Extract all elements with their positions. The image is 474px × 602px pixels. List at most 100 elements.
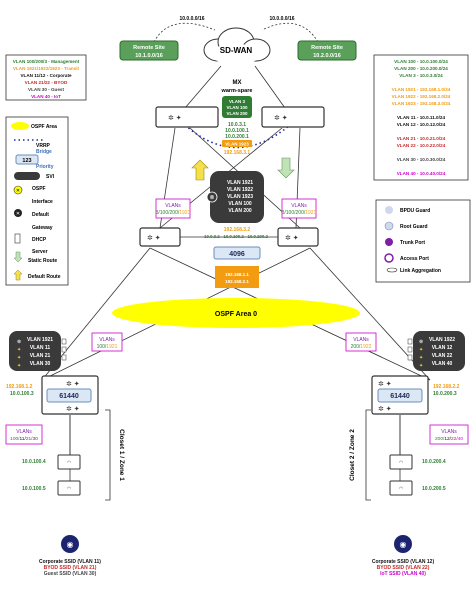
vlan-table-row: VLAN 40 - IoT xyxy=(31,94,61,99)
right-access-trunk-label: VLANs 200/12/22/40 xyxy=(429,424,469,445)
left-ap-ip-1: 10.0.100.5 xyxy=(22,486,46,492)
svg-text:✕: ✕ xyxy=(16,188,20,194)
right-ssid-1: BYOD SSID (VLAN 22) xyxy=(377,565,430,571)
remote-site-left-net: 10.1.0.0/16 xyxy=(135,53,163,59)
svg-text:✲ ✦: ✲ ✦ xyxy=(147,234,161,242)
ospf-area-ellipse xyxy=(112,298,360,328)
core-trunk-right-label: VLANs 3/100/200/1923 xyxy=(281,198,317,219)
left-ssid-0: Corporate SSID (VLAN 11) xyxy=(39,559,101,565)
right-ap-ip-0: 10.0.200.4 xyxy=(422,459,446,465)
right-ssid-2: IoT SSID (VLAN 40) xyxy=(380,571,426,577)
svg-text:61440: 61440 xyxy=(59,393,79,400)
mx-transit-vlan: VLAN 1923 xyxy=(225,142,249,147)
core-vlan-2: VLAN 1923 xyxy=(227,194,253,200)
core-transit-1: 192.168.2.1 xyxy=(225,279,249,284)
svg-text:VLANs: VLANs xyxy=(441,429,457,435)
svg-text:Access Port: Access Port xyxy=(400,256,429,262)
left-zone-label: Closet 1 / Zone 1 xyxy=(118,429,125,481)
svg-text:VLAN 1922: VLAN 1922 xyxy=(429,337,455,343)
svg-text:OSPF Area: OSPF Area xyxy=(31,124,57,130)
mx-vlan-2: VLAN 200 xyxy=(226,111,248,116)
mx-vlan-1: VLAN 100 xyxy=(226,105,248,110)
core-svi-stack: ⊗ VLAN 1921 VLAN 1922 VLAN 1923 VLAN 100… xyxy=(206,171,264,223)
left-dist-ip1: 192.168.1.2 xyxy=(6,384,33,390)
svg-text:✲ ✦: ✲ ✦ xyxy=(66,405,80,413)
mx-title: MX xyxy=(233,80,242,86)
svg-text:✦: ✦ xyxy=(419,347,423,353)
left-ap-1: ◠ xyxy=(57,480,81,496)
svg-text:VLAN 30: VLAN 30 xyxy=(30,361,51,367)
svg-text:DHCP: DHCP xyxy=(32,237,47,243)
core-priority: 4096 xyxy=(229,251,245,258)
svg-text:⊗: ⊗ xyxy=(419,339,423,345)
svg-text:Default Route: Default Route xyxy=(28,274,61,280)
right-dist-vlan-stack: VLAN 1922 VLAN 12 VLAN 22 VLAN 40 ⊗ ✦ ✦ … xyxy=(413,331,465,371)
svg-text:Link Aggregation: Link Aggregation xyxy=(400,268,441,274)
mx-vlan-0: VLAN 3 xyxy=(229,99,246,104)
svg-text:Static Route: Static Route xyxy=(28,258,57,264)
svg-text:VLANs: VLANs xyxy=(291,203,307,209)
mx-right: ✲ ✦ xyxy=(261,106,325,128)
core-vlan-0: VLAN 1921 xyxy=(227,180,253,186)
left-access-trunk-label: VLANs 100/11/21/30 xyxy=(5,424,43,445)
right-zone-bracket xyxy=(365,409,371,501)
left-zone-bracket xyxy=(105,409,111,501)
top-left-net: 10.0.0.0/16 xyxy=(179,16,204,22)
svg-text:VLAN 40: VLAN 40 xyxy=(432,361,453,367)
svg-text:VLAN 22: VLAN 22 xyxy=(432,353,453,359)
core-trunk-left-label: VLANs 3/100/200/1923 xyxy=(155,198,191,219)
svg-text:◠: ◠ xyxy=(67,486,72,492)
subnet-table-row: VLAN 100 - 10.0.100.0/24 xyxy=(394,59,448,64)
left-dist-ip2: 10.0.100.3 xyxy=(10,391,34,397)
vlan-table-row: VLAN 30 - Guest xyxy=(28,87,64,92)
svg-text:BPDU Guard: BPDU Guard xyxy=(400,208,430,214)
svg-text:61440: 61440 xyxy=(390,393,410,400)
mx-transit-vlan-box xyxy=(222,140,252,147)
svg-text:✦: ✦ xyxy=(419,363,423,369)
svg-text:✦: ✦ xyxy=(419,355,423,361)
svg-text:◉: ◉ xyxy=(400,540,407,549)
core-ip-1: 192.168.3.2 xyxy=(224,227,251,233)
svg-text:⊗: ⊗ xyxy=(209,195,214,201)
mx-left: ✲ ✦ xyxy=(155,106,219,128)
mx-ip-2: 10.0.200.1 xyxy=(225,134,249,140)
svg-text:SVI: SVI xyxy=(46,174,55,180)
right-zone-label: Closet 2 / Zone 2 xyxy=(349,429,356,481)
right-ap-1: ◠ xyxy=(389,480,413,496)
legend-left: OSPF Area VRRP Bridge 123 Priority SVI ✕… xyxy=(5,116,69,286)
right-dist-switch: ✲ ✦ 61440 ✲ ✦ xyxy=(371,375,429,415)
vrrp-link xyxy=(184,124,291,149)
svg-text:VLAN 11: VLAN 11 xyxy=(30,345,51,351)
svg-text:Bridge: Bridge xyxy=(36,149,52,155)
svg-text:✲ ✦: ✲ ✦ xyxy=(285,234,299,242)
left-dist-switch: ✲ ✦ 61440 ✲ ✦ xyxy=(41,375,99,415)
svg-text:VLAN 1921: VLAN 1921 xyxy=(27,337,53,343)
svg-text:Server: Server xyxy=(32,249,48,255)
mx-ip-1: 10.0.100.1 xyxy=(225,128,249,134)
right-ap-ip-1: 10.0.200.5 xyxy=(422,486,446,492)
remote-site-right-net: 10.2.0.0/16 xyxy=(313,53,341,59)
svg-text:✲ ✦: ✲ ✦ xyxy=(378,405,392,413)
remote-site-left-title: Remote Site xyxy=(133,45,165,51)
subnet-table-row: VLAN 11 - 10.0.11.0/24 xyxy=(397,115,445,120)
svg-text:⊗: ⊗ xyxy=(17,339,21,345)
svg-text:VRRP: VRRP xyxy=(36,143,51,149)
svg-text:✦: ✦ xyxy=(17,363,21,369)
core-transit-box xyxy=(215,266,259,288)
vlan-table-row: VLAN 11/12 - Corporate xyxy=(20,73,72,78)
remote-site-left-box xyxy=(119,40,179,61)
svg-text:Default: Default xyxy=(32,212,49,218)
core-switch-left: ✲ ✦ xyxy=(139,227,181,247)
right-dist-ip1: 192.168.2.2 xyxy=(433,384,460,390)
left-ssid-2: Guest SSID (VLAN 30) xyxy=(44,571,97,577)
svg-text:200/12/22/40: 200/12/22/40 xyxy=(435,436,463,442)
mx-transit-ip: 192.168.3.1 xyxy=(224,150,251,156)
svg-text:◉: ◉ xyxy=(67,540,74,549)
svg-text:VLAN 21: VLAN 21 xyxy=(30,353,51,359)
svg-text:◠: ◠ xyxy=(67,460,72,466)
core-priority-box xyxy=(213,246,261,260)
svg-text:200/1922: 200/1922 xyxy=(351,344,372,350)
